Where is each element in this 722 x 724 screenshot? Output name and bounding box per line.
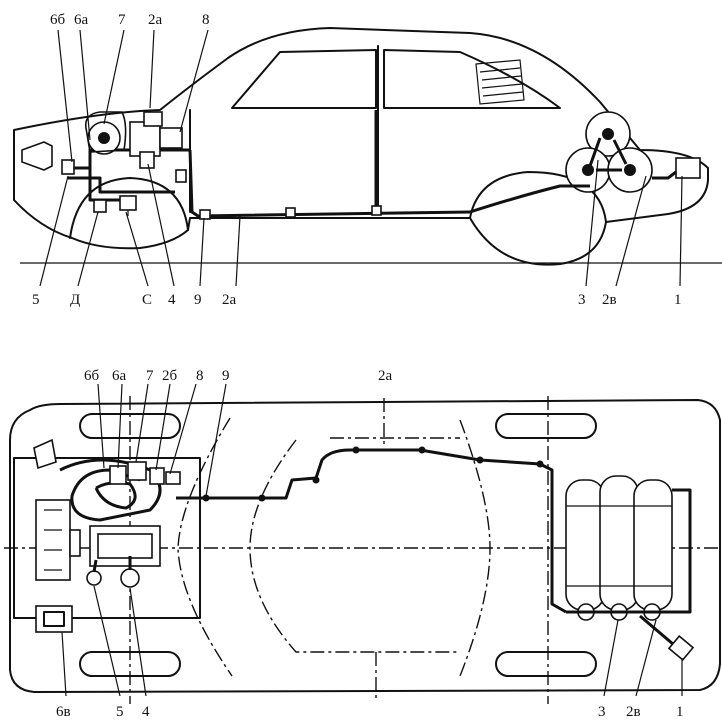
valve-5 — [86, 570, 102, 586]
part-D — [93, 199, 107, 213]
label-5: 5 — [32, 292, 40, 308]
label-3: 3 — [578, 292, 586, 308]
wheel-rear-left — [495, 413, 597, 439]
car-body-outline — [13, 27, 709, 266]
plan-label-9: 9 — [222, 368, 230, 384]
battery-6v — [35, 605, 73, 633]
plan-filler-1 — [639, 614, 695, 662]
plan-gas-cylinders-3 — [565, 475, 692, 621]
plan-label-7: 7 — [146, 368, 154, 384]
plan-label-8: 8 — [196, 368, 204, 384]
label-4: 4 — [168, 292, 176, 308]
wheel-front-right — [79, 651, 181, 677]
passenger-compartment — [177, 417, 491, 677]
filler-1 — [652, 157, 701, 180]
label-9: 9 — [194, 292, 202, 308]
front-wheel-arch — [69, 177, 189, 239]
headlamp — [21, 141, 53, 171]
main-gas-line-2a — [188, 110, 471, 220]
plan-bottom-labels: 6в 5 4 3 2в 1 — [56, 704, 684, 720]
plan-label-6b: 6б — [84, 368, 100, 384]
engine-bay-equipment — [61, 109, 191, 216]
part-4 — [120, 568, 140, 588]
plan-label-2v: 2в — [626, 704, 641, 720]
plan-label-5: 5 — [116, 704, 124, 720]
plan-label-4: 4 — [142, 704, 150, 720]
trunk-line — [469, 184, 590, 214]
plan-label-2b: 2б — [162, 368, 178, 384]
label-8: 8 — [202, 12, 210, 28]
plan-view: 6б 6а 7 2б 8 9 2а 6в 5 4 3 2в 1 — [4, 368, 722, 720]
part-C — [119, 195, 137, 211]
label-D: Д — [70, 292, 80, 308]
label-6b: 6б — [50, 12, 66, 28]
side-bottom-labels: 5 Д С 4 9 2а 3 2в 1 — [32, 292, 682, 308]
label-C: С — [142, 292, 152, 308]
front-window — [231, 49, 377, 109]
wheel-rear-right — [495, 651, 597, 677]
label-2v: 2в — [602, 292, 617, 308]
plan-label-6a: 6а — [112, 368, 127, 384]
plan-label-3: 3 — [598, 704, 606, 720]
plan-label-6v: 6в — [56, 704, 71, 720]
valve-9 — [199, 209, 211, 220]
vent-grille — [475, 59, 525, 105]
label-2a-bottom: 2а — [222, 292, 237, 308]
plan-label-1: 1 — [676, 704, 684, 720]
engine-bay-frame — [13, 457, 201, 619]
plan-label-2a: 2а — [378, 368, 393, 384]
label-7: 7 — [118, 12, 126, 28]
rear-wheel-arch — [469, 171, 607, 223]
label-1: 1 — [674, 292, 682, 308]
rear-window — [383, 49, 561, 109]
plan-main-gas-line-2a — [176, 446, 567, 614]
plan-top-labels: 6б 6а 7 2б 8 9 2а — [84, 368, 393, 384]
side-leaders — [39, 29, 683, 287]
car-plan-outline — [9, 399, 721, 693]
gas-cylinders-3 — [565, 111, 653, 193]
label-6a: 6а — [74, 12, 89, 28]
plan-engine-equipment — [33, 438, 181, 633]
side-top-labels: 6б 6а 7 2а 8 — [50, 12, 210, 28]
label-2a: 2а — [148, 12, 163, 28]
plan-leaders — [61, 383, 683, 697]
side-view: 6б 6а 7 2а 8 5 Д С 4 9 2а 3 2в 1 — [13, 12, 722, 308]
wheel-front-left — [79, 413, 181, 439]
